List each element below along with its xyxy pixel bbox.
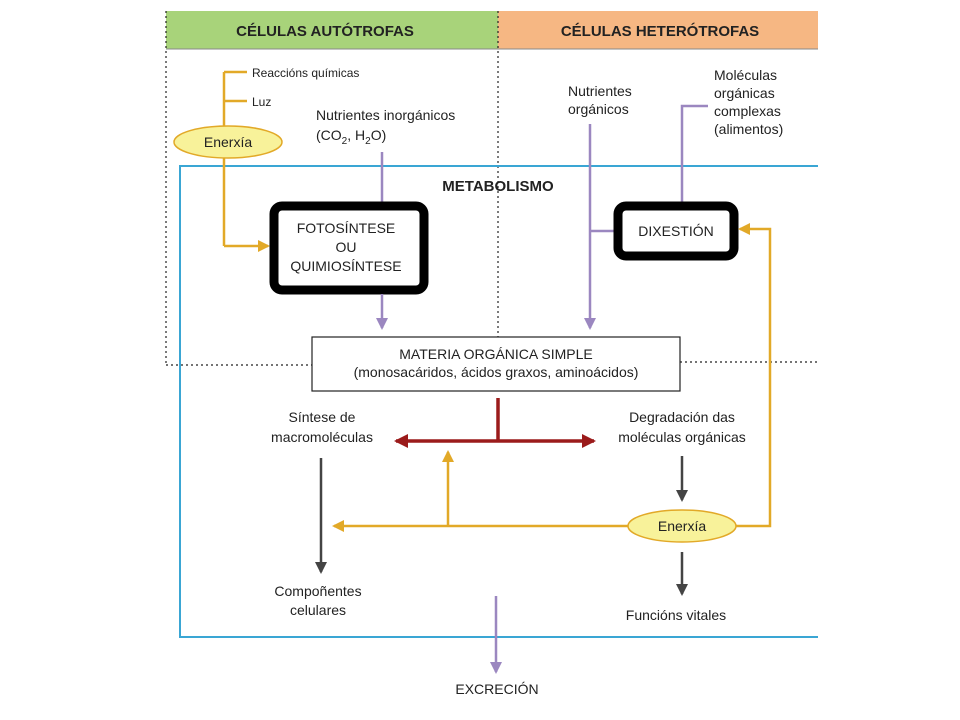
dixestion-label: DIXESTIÓN xyxy=(638,223,713,239)
reaccions-quimicas-label: Reaccións químicas xyxy=(252,66,359,80)
enerxia-to-dixestion-arrow xyxy=(736,223,772,528)
enerxia-ellipse-bottom xyxy=(627,509,737,543)
enerxia-label-top: Enerxía xyxy=(204,134,252,150)
sintese-line1: Síntese de xyxy=(289,409,356,425)
nutrientes-organicos-line1: Nutrientes xyxy=(568,83,632,99)
heterotrofas-title: CÉLULAS HETERÓTROFAS xyxy=(561,22,759,40)
enerxia-label-bottom: Enerxía xyxy=(658,518,706,534)
fotosintese-box xyxy=(269,201,429,295)
fotosintese-line3: QUIMIOSÍNTESE xyxy=(290,258,401,274)
degradacion-line2: moléculas orgánicas xyxy=(618,429,746,445)
moleculas-line1: Moléculas xyxy=(714,67,777,83)
fotosintese-line1: FOTOSÍNTESE xyxy=(297,220,396,236)
moleculas-line2: orgánicas xyxy=(714,85,775,101)
fotosintese-line2: OU xyxy=(336,239,357,255)
materia-subtitle: (monosacáridos, ácidos graxos, aminoácid… xyxy=(354,364,639,380)
moleculas-line4: (alimentos) xyxy=(714,121,783,137)
enerxia-ellipse-top xyxy=(173,125,283,159)
luz-label: Luz xyxy=(252,95,271,109)
heterotrofas-header xyxy=(498,11,818,49)
autotrofas-title: CÉLULAS AUTÓTROFAS xyxy=(236,22,414,40)
dixestion-box xyxy=(613,201,739,261)
materia-title: MATERIA ORGÁNICA SIMPLE xyxy=(399,346,592,362)
componentes-line2: celulares xyxy=(290,602,346,618)
funcions-vitales-label: Funcións vitales xyxy=(626,607,726,623)
degradacion-line1: Degradación das xyxy=(629,409,735,425)
componentes-line1: Compoñentes xyxy=(274,583,361,599)
metabolismo-frame xyxy=(179,165,818,638)
excrecion-label: EXCRECIÓN xyxy=(455,681,538,697)
moleculas-line3: complexas xyxy=(714,103,781,119)
materia-organica-box xyxy=(311,336,681,392)
autotrofas-header xyxy=(166,11,498,49)
nutrientes-organicos-line2: orgánicos xyxy=(568,101,629,117)
nutrientes-inorganicos-formula: (CO2, H2O) xyxy=(316,127,386,147)
nutrientes-inorganicos-label: Nutrientes inorgánicos xyxy=(316,107,455,123)
metabolismo-label: METABOLISMO xyxy=(442,178,554,195)
sintese-line2: macromoléculas xyxy=(271,429,373,445)
complex-molecules-line xyxy=(680,104,708,204)
